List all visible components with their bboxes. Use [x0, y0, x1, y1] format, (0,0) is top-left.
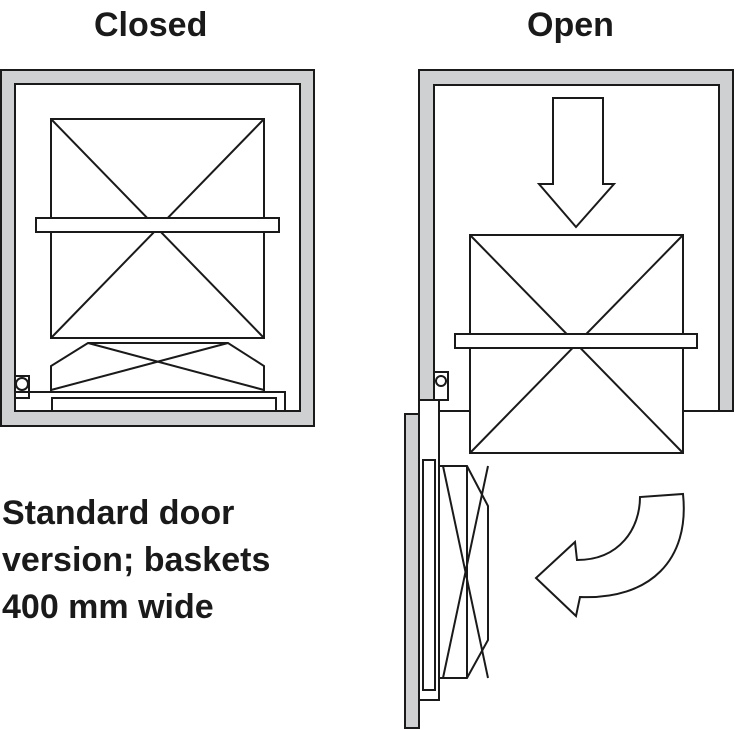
open-door-rail-inner: [422, 459, 436, 691]
down-arrow-icon: [536, 97, 617, 229]
closed-hinge-icon: [15, 377, 29, 391]
closed-basket-bottom-cross-a: [87, 342, 265, 391]
open-hinge-bracket: [433, 371, 449, 401]
open-hinge-icon: [435, 375, 447, 387]
open-shelf-bar: [454, 333, 698, 349]
closed-title: Closed: [94, 6, 208, 44]
closed-basket-bottom: [50, 342, 265, 395]
open-door-basket-cross-b: [442, 465, 489, 679]
open-title: Open: [527, 6, 614, 44]
closed-shelf-bar: [35, 217, 280, 233]
caption-line-3: 400 mm wide: [2, 588, 214, 626]
caption-line-1: Standard door: [2, 494, 235, 532]
caption-line-2: version; baskets: [2, 541, 271, 579]
closed-cabinet-frame: [0, 69, 315, 427]
open-door-panel: [404, 413, 420, 729]
caption-text: Standard door version; baskets 400 mm wi…: [2, 490, 270, 631]
open-cabinet: [404, 69, 734, 729]
closed-basket-bottom-cross-b: [50, 342, 229, 391]
closed-cabinet: [0, 69, 315, 427]
closed-base-rail: [14, 391, 286, 412]
closed-hinge-bracket: [14, 375, 30, 399]
rotate-arrow-icon: [534, 492, 685, 618]
